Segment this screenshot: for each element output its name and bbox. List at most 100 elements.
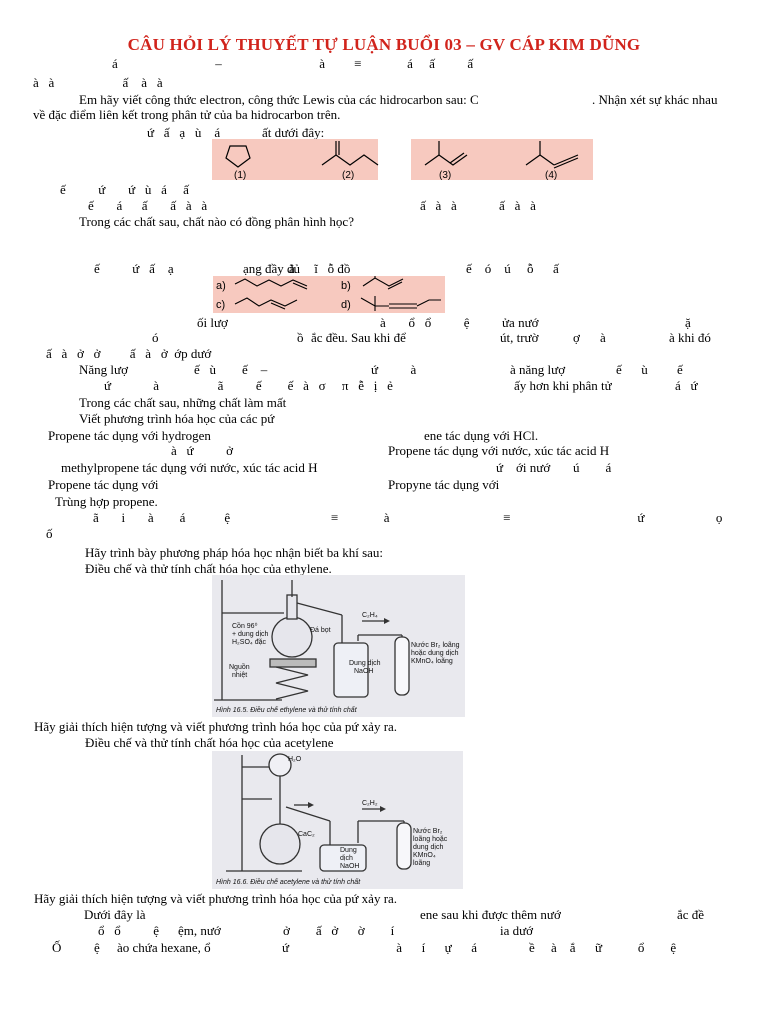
question-line: Ố [52, 940, 62, 955]
structures-row-1: (1) (2) (3) (4) [225, 141, 579, 180]
text-fragment: ấ à ở ở ấ à ở ớp dướ [46, 346, 212, 361]
question-line: à [600, 330, 606, 345]
wash-bottle [319, 844, 367, 872]
question-line: Dưới đây là [84, 907, 146, 922]
structure-panel-2 [411, 139, 593, 180]
question-line: Hãy giải thích hiện tượng và viết phương… [34, 891, 398, 906]
round-flask [259, 823, 301, 865]
question-line: ấy hơn khi phân tử [514, 378, 612, 393]
test-tube [396, 822, 412, 870]
text-fragment: ồ [297, 330, 304, 345]
page-title: CÂU HỎI LÝ THUYẾT TỰ LUẬN BUỔI 03 – GV C… [127, 35, 641, 54]
apparatus-acetylene: H₂O CaC₂ C₂H₂ Dung dịch NaOH Nước Br₂ lo… [216, 753, 448, 886]
text-fragment: ối lượ [197, 315, 228, 330]
question-line: Trong các chất sau, chất nào có đồng phâ… [79, 214, 354, 229]
structure-panel-3 [213, 276, 445, 313]
text-fragment: ứ à í ự á ề à ắ ữ ổ ệ [282, 940, 677, 955]
label-tube: Nước Br₂ loãng [411, 642, 460, 649]
test-tube [394, 636, 410, 696]
question-line: Em hãy viết công thức electron, công thứ… [79, 92, 479, 107]
question-line: Điều chế và thử tính chất hóa học của et… [85, 561, 332, 576]
question-line: à khi đó [669, 330, 711, 345]
text-fragment: ế ù ế – [194, 362, 268, 377]
question-line: ene sau khi được thêm nướ [420, 907, 561, 922]
heater [269, 658, 317, 668]
label-solid: CaC₂ [298, 831, 315, 838]
text-fragment: ửa nướ [502, 315, 539, 330]
question-line: ất dưới đây: [262, 125, 325, 140]
label-flask: + dung dịch [232, 631, 268, 638]
figure-caption: Hình 16.5. Điều chế ethylene và thử tính… [216, 705, 358, 714]
label-tube: hoặc dung dịch [411, 650, 459, 657]
label-heat: nhiệt [232, 672, 247, 679]
label-heat: Nguồn [229, 662, 250, 671]
structure-label: (3) [439, 170, 451, 180]
text-fragment: ế ứ ứ ù á ấ [60, 182, 189, 197]
text-fragment: ặ [685, 315, 691, 330]
figure-acetylene: H₂O CaC₂ C₂H₂ Dung dịch NaOH Nước Br₂ lo… [212, 751, 463, 889]
text-fragment: ứ à [371, 362, 417, 377]
question-line: về đặc điểm liên kết trong phân tử của b… [33, 107, 341, 122]
question-line: Propene tác dụng với hydrogen [48, 428, 211, 443]
text-fragment: ứ ấ ạ ù á [147, 125, 221, 140]
text-fragment: à à ấ à à [33, 75, 163, 90]
structure-label: (4) [545, 170, 557, 180]
wash-bottle [333, 642, 369, 698]
question-line: Propyne tác dụng với [388, 477, 500, 492]
question-line: Năng lượ [79, 362, 128, 377]
question-line: . Nhận xét sự khác nhau [592, 92, 718, 107]
text-fragment: ấ à à ấ à à [420, 198, 536, 213]
alkyne-chain [525, 154, 555, 166]
label-tube: dung dịch [413, 844, 443, 851]
text-fragment: ở ấ ở ờ í [283, 923, 395, 938]
question-line: Điều chế và thử tính chất hóa học của ac… [85, 735, 334, 750]
label-trap: Dung dịch [349, 660, 381, 667]
question-line: Hãy giải thích hiện tượng và viết phương… [34, 719, 398, 734]
label-trap: NaOH [354, 668, 373, 675]
label-stone: Đá bọt [310, 627, 331, 634]
label-trap: NaOH [340, 863, 359, 870]
text-fragment: ố [46, 526, 53, 541]
text-fragment: ổ ổ ệ [98, 923, 160, 938]
structures-row-2: a) b) c) d) [216, 276, 441, 311]
label-tube: KMnO₄ loãng [411, 658, 453, 665]
question-line: ắc đều. Sau khi để [311, 330, 406, 345]
question-line: methylpropene tác dụng với nước, xúc tác… [61, 460, 318, 475]
figure-caption: Hình 16.6. Điều chế acetylene và thử tín… [216, 877, 361, 886]
text-fragment: ế á ấ ấ à à [88, 198, 208, 213]
question-line: út, trườ [500, 330, 539, 345]
structure-label: (2) [342, 170, 354, 180]
question-line: ắc đề [677, 907, 705, 922]
text-fragment: á ứ [675, 378, 698, 393]
option-label: b) [341, 280, 351, 292]
label-water: H₂O [288, 756, 302, 763]
question-line: Hãy trình bày phương pháp hóa học nhận b… [85, 545, 384, 560]
text-fragment: ế ó ú ỗ ấ [466, 261, 559, 276]
diene-chain [321, 154, 379, 166]
label-flask: Cồn 96⁰ [232, 621, 258, 630]
text-fragment: à ĩ ỗ đồ [289, 261, 351, 276]
apparatus-ethylene: Cồn 96⁰ + dung dịch H₂SO₄ đặc Đá bọt Ngu… [214, 580, 460, 714]
question-line: ene tác dụng với HCl. [424, 428, 539, 443]
text-fragment: à ổ ổ ệ [380, 315, 470, 330]
structure-a [234, 278, 308, 287]
question-line: à năng lượ [510, 362, 566, 377]
label-gas: C₂H₂ [362, 800, 378, 807]
question-line: Viết phương trình hóa học của các pứ [79, 411, 275, 426]
text-fragment: à ứ ở [171, 443, 233, 458]
text-fragment: ế ứ ấ ạ [94, 261, 174, 276]
cyclopentane-ring [225, 145, 251, 168]
figure-ethylene: Cồn 96⁰ + dung dịch H₂SO₄ đặc Đá bọt Ngu… [212, 575, 465, 717]
label-tube: loãng [413, 860, 430, 867]
question-line: ợ [573, 330, 580, 345]
question-line: ia dướ [500, 923, 534, 938]
question-line: Trong các chất sau, những chất làm mất [79, 395, 287, 410]
question-line: Trùng hợp propene. [55, 494, 158, 509]
structure-b [362, 277, 404, 287]
question-line: ào chứa hexane, ổ [117, 940, 211, 955]
label-trap: dịch [340, 855, 353, 862]
text-fragment: ệ [94, 940, 100, 955]
option-label: a) [216, 280, 226, 292]
question-line: ạng đầy đủ [243, 261, 301, 276]
option-label: d) [341, 299, 351, 311]
